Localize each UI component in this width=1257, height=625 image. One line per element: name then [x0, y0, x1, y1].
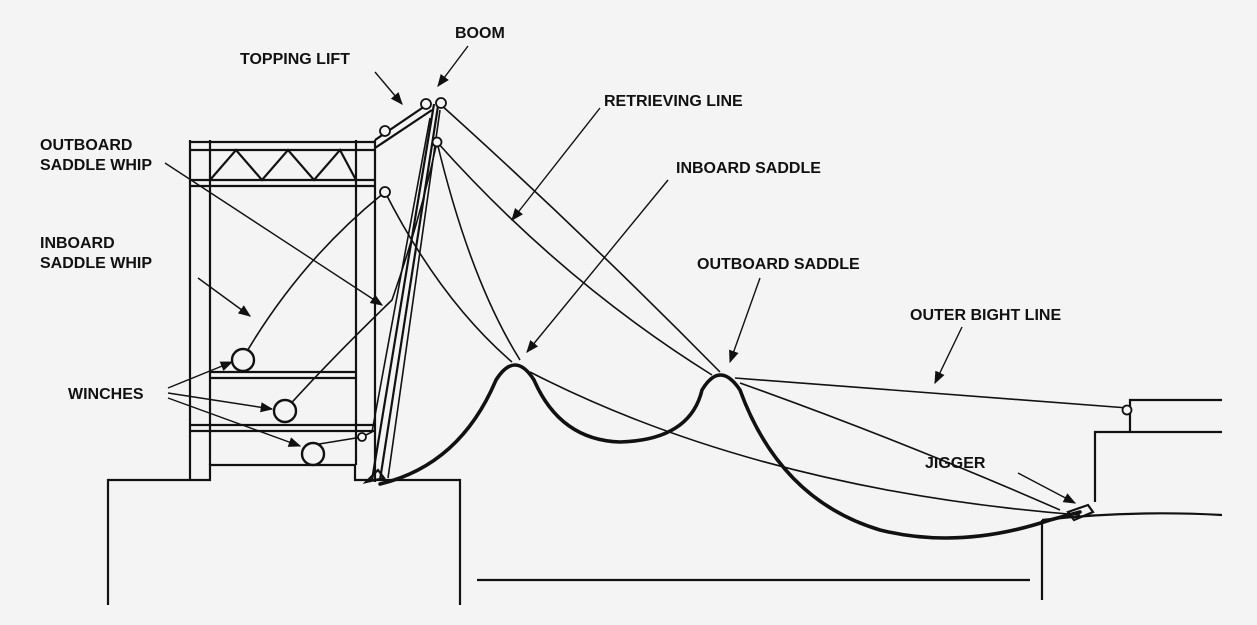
outer-bight-line [734, 377, 1129, 409]
pulley-boom-head-1 [420, 98, 432, 110]
line-pulley-to-inboard-saddle [384, 191, 513, 363]
boom [362, 103, 441, 484]
receiving-ship-deck [1041, 512, 1223, 522]
label-boom: BOOM [455, 25, 505, 42]
retrieving-line-lead [312, 117, 431, 446]
line-boom-to-inboard-saddle [436, 141, 521, 361]
winch-1 [230, 347, 256, 373]
line-boom-to-outboard-saddle [436, 141, 713, 376]
line-inboard-saddle-to-jigger [529, 371, 1081, 516]
winch-2 [272, 398, 298, 424]
boom-heel [362, 468, 386, 484]
label-retrieving-line: RETRIEVING LINE [604, 93, 743, 110]
whip-lines [242, 117, 438, 446]
arrow-winch-1 [167, 361, 234, 389]
arrow-inboard-saddle [526, 179, 669, 353]
label-inboard-saddle-whip-2: SADDLE WHIP [40, 255, 152, 272]
arrow-boom [437, 45, 469, 88]
hose [378, 363, 1082, 540]
label-pointers [164, 45, 1077, 504]
winch-3 [300, 441, 326, 467]
arrow-outboard-saddle-whip [164, 162, 384, 306]
receiving-ship-superstructure-upper [1128, 398, 1222, 432]
arrow-winch-3 [167, 397, 302, 447]
arrow-retrieving-line [511, 107, 601, 221]
pulley-boom-head-2 [435, 97, 447, 109]
retrieving-line [439, 103, 721, 373]
label-outboard-saddle: OUTBOARD SADDLE [697, 256, 860, 273]
pulley-boom-mid [431, 136, 443, 148]
label-outboard-saddle-whip-2: SADDLE WHIP [40, 157, 152, 174]
truss-zigzag [209, 148, 357, 182]
jigger-fitting [1066, 503, 1095, 522]
boom-member-3 [387, 109, 441, 479]
sending-ship-deck [106, 463, 462, 605]
arrow-winch-2 [167, 392, 274, 413]
arrow-topping-lift [374, 71, 403, 105]
pulley-receiving-ship [1121, 404, 1133, 416]
label-topping-lift: TOPPING LIFT [240, 51, 350, 68]
receiving-ship [477, 398, 1223, 600]
pulley-kingpost [379, 186, 391, 198]
pulley-lower [357, 432, 367, 442]
boom-member-1 [370, 103, 436, 481]
line-outboard-saddle-to-jigger [739, 382, 1061, 511]
label-inboard-saddle: INBOARD SADDLE [676, 160, 821, 177]
inboard-saddle-whip-line [242, 191, 386, 359]
label-outer-bight-line: OUTER BIGHT LINE [910, 307, 1061, 324]
labels: BOOM TOPPING LIFT RETRIEVING LINE OUTBOA… [40, 25, 1061, 472]
winch-drums [230, 347, 326, 467]
boom-member-2 [378, 105, 440, 481]
arrow-outer-bight-line [934, 326, 963, 385]
outboard-saddle-whip-line [284, 141, 438, 411]
arrow-outboard-saddle [729, 277, 761, 364]
label-outboard-saddle-whip-1: OUTBOARD [40, 137, 132, 154]
span-lines [384, 103, 1129, 516]
sending-ship [106, 140, 462, 605]
label-inboard-saddle-whip-1: INBOARD [40, 235, 115, 252]
pulley-topping-lift [379, 125, 391, 137]
arrow-inboard-saddle-whip [197, 277, 252, 317]
label-jigger: JIGGER [925, 455, 986, 472]
receiving-ship-superstructure-lower [1093, 430, 1222, 502]
pulleys [357, 97, 447, 442]
arrow-jigger [1017, 472, 1077, 504]
label-winches: WINCHES [68, 386, 144, 403]
